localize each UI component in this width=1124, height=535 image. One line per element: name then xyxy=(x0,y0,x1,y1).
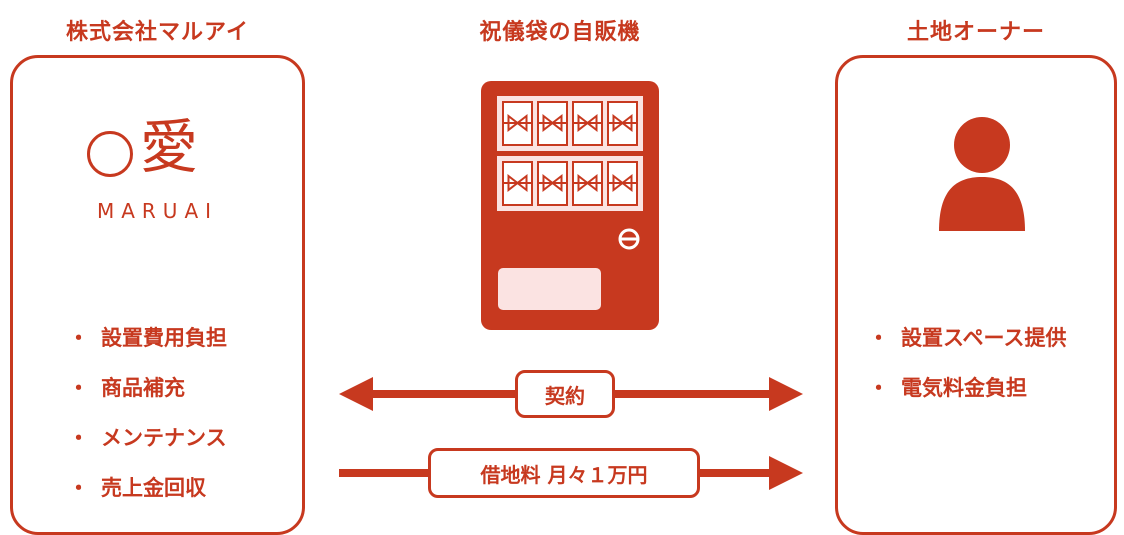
rent-label: 借地料 月々１万円 xyxy=(428,448,700,498)
list-item: ・売上金回収 xyxy=(68,476,206,500)
logo-kanji: 愛 xyxy=(140,113,199,181)
list-item: ・メンテナンス xyxy=(68,426,227,450)
maruai-panel: 愛 MARUAI ・設置費用負担 ・商品補充 ・メンテナンス ・売上金回収 xyxy=(10,55,305,535)
gift-envelope-icon xyxy=(502,161,533,206)
logo-circle-icon xyxy=(87,131,133,177)
gift-envelope-icon xyxy=(537,101,568,146)
person-icon xyxy=(939,117,1025,231)
landowner-responsibilities: ・設置スペース提供 ・電気料金負担 xyxy=(868,312,1066,412)
list-item: ・設置スペース提供 xyxy=(868,326,1067,350)
gift-envelope-icon xyxy=(607,101,638,146)
list-item: ・設置費用負担 xyxy=(68,326,227,350)
gift-envelope-icon xyxy=(572,101,603,146)
vending-machine-icon xyxy=(481,81,659,330)
landowner-title: 土地オーナー xyxy=(906,20,1045,45)
logo-wordmark: MARUAI xyxy=(96,199,219,223)
maruai-title: 株式会社マルアイ xyxy=(66,20,249,45)
gift-envelope-icon xyxy=(502,101,533,146)
vending-machine-title: 祝儀袋の自販機 xyxy=(479,20,641,45)
gift-envelope-icon xyxy=(572,161,603,206)
maruai-responsibilities: ・設置費用負担 ・商品補充 ・メンテナンス ・売上金回収 xyxy=(68,312,227,512)
gift-envelope-icon xyxy=(607,161,638,206)
list-item: ・商品補充 xyxy=(68,376,185,400)
list-item: ・電気料金負担 xyxy=(868,376,1027,400)
contract-label: 契約 xyxy=(515,370,615,418)
gift-envelope-icon xyxy=(537,161,568,206)
gift-envelopes xyxy=(502,101,638,206)
